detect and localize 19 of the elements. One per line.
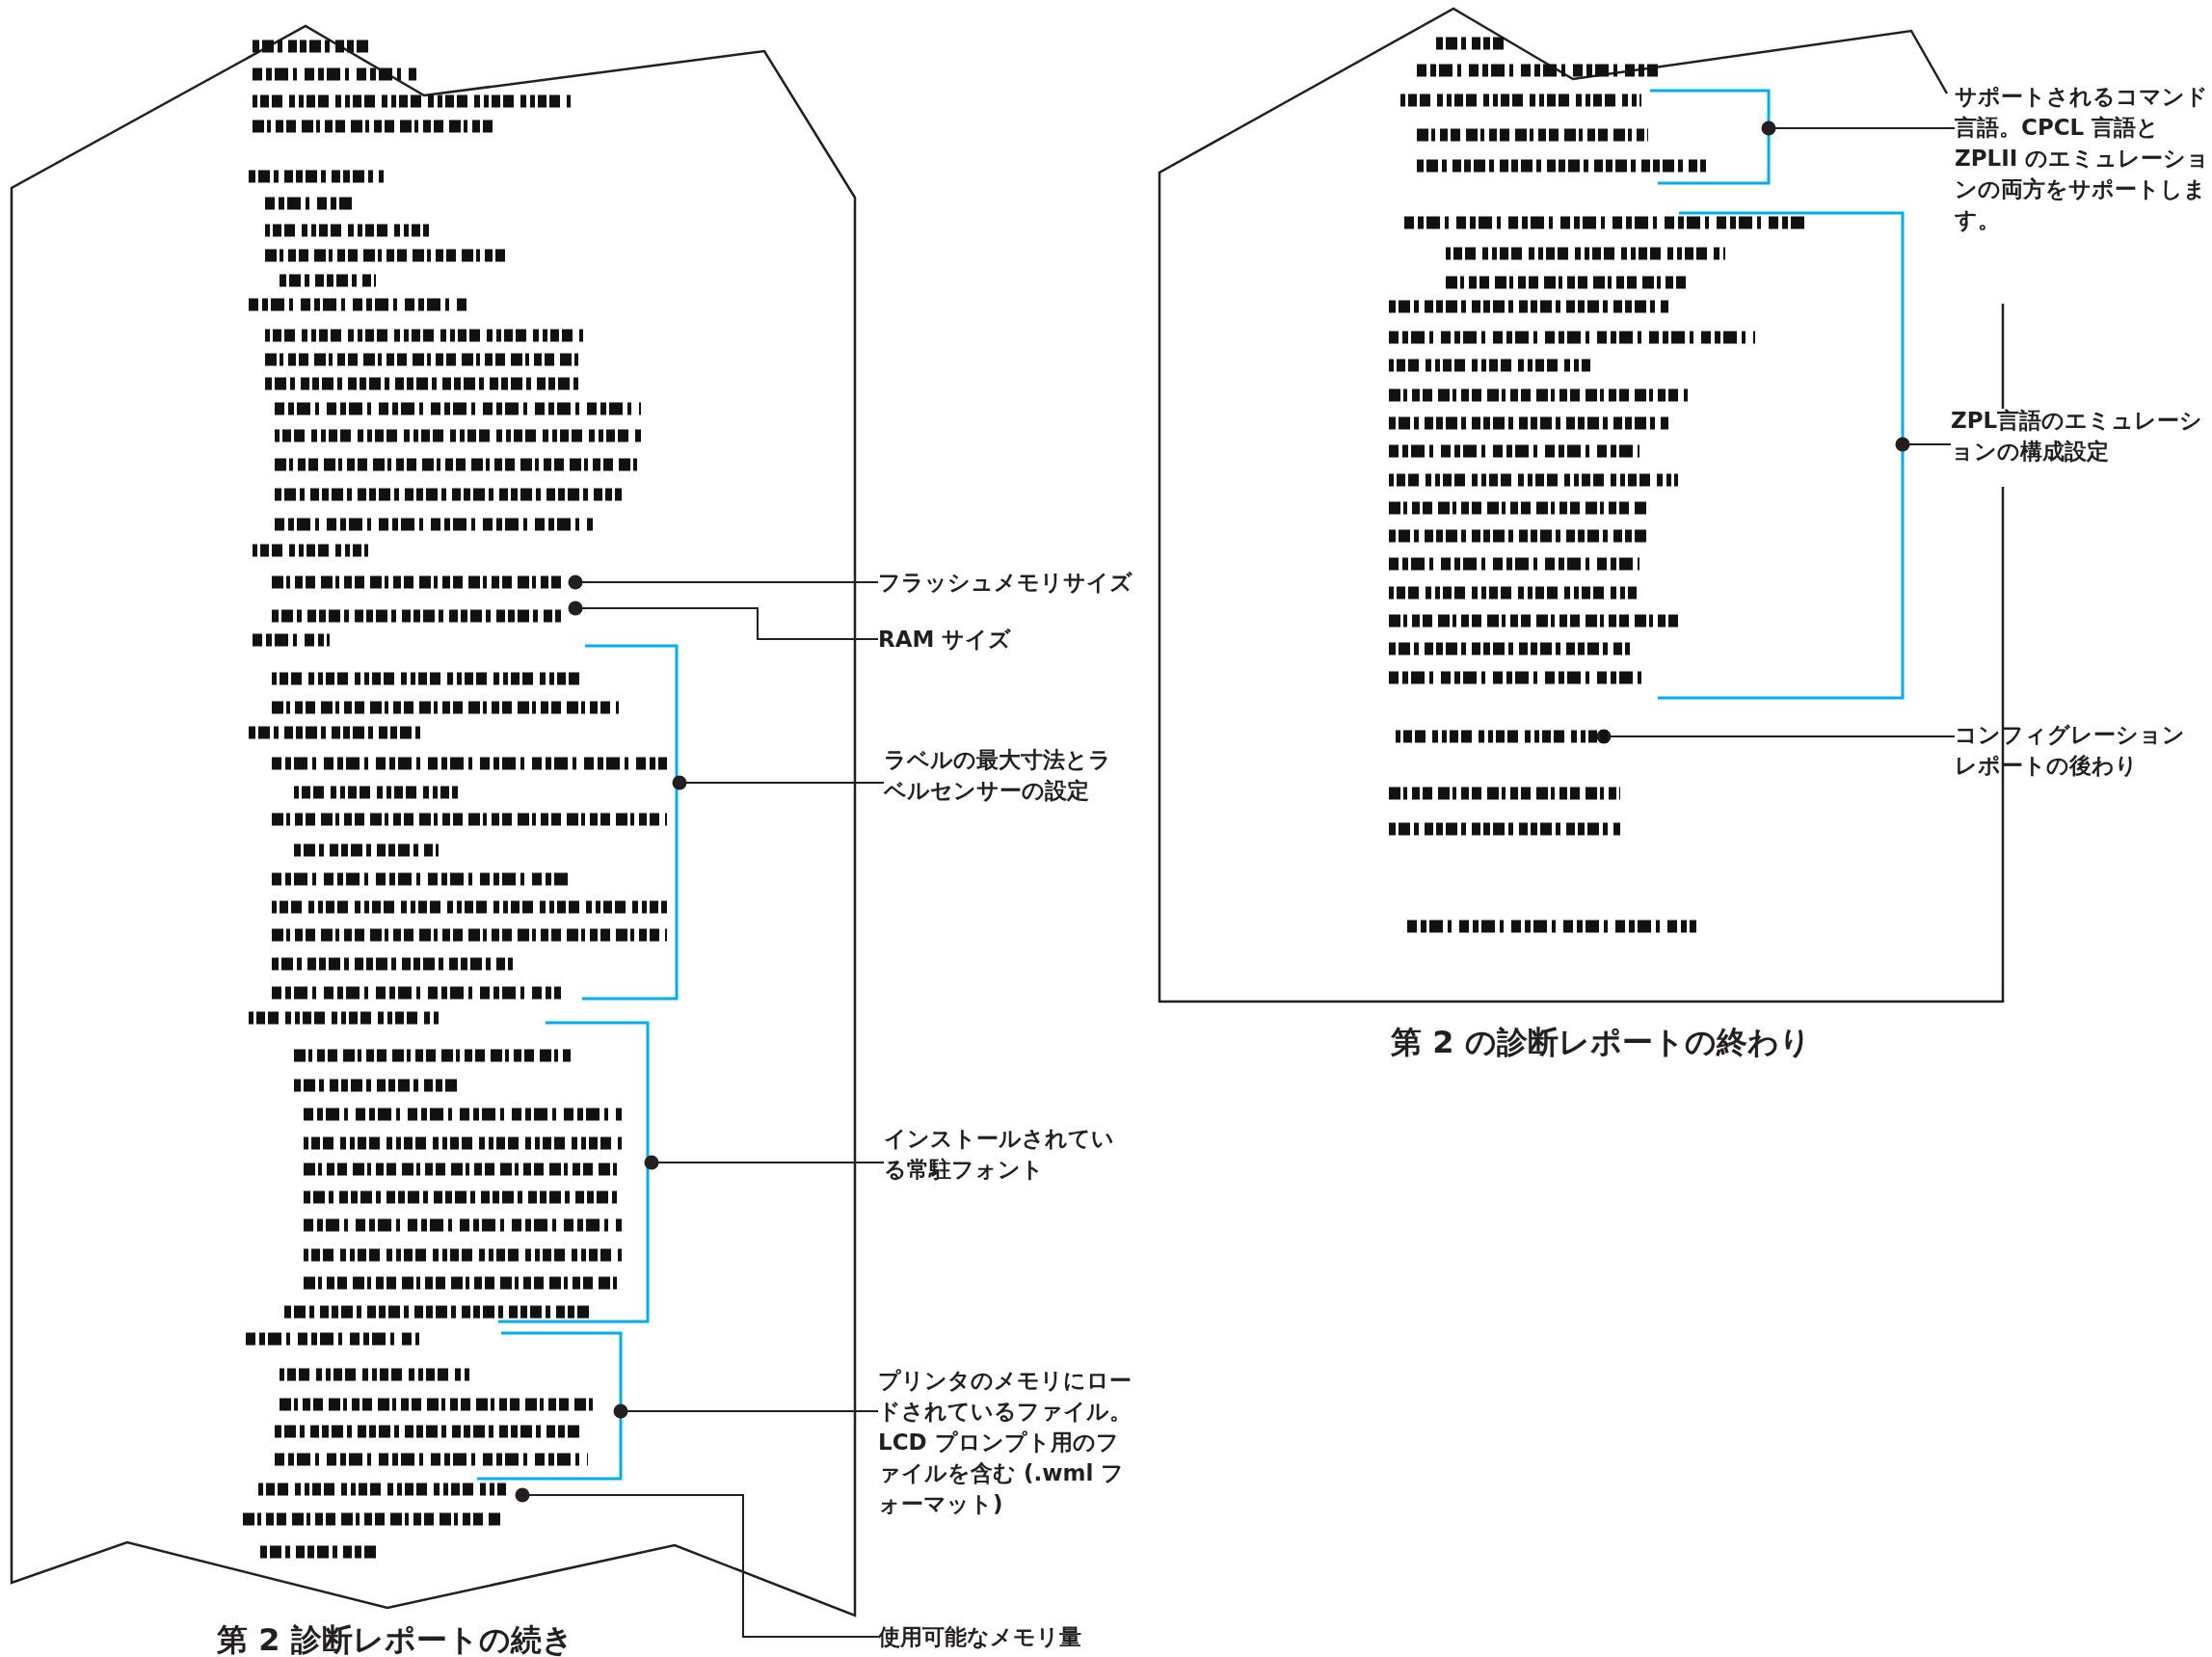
leader-line — [644, 1155, 885, 1170]
callout-text: プリンタのメモリにロードされているファイル。LCD プロンプト用のファイルを含む (.wml フォーマット) — [878, 1367, 1133, 1518]
leader-line — [1596, 729, 1956, 744]
callout-text: フラッシュメモリサイズ — [878, 569, 1133, 597]
callout-text: インストールされている常駐フォント — [884, 1125, 1115, 1184]
leader-line — [568, 601, 879, 640]
leader-line — [613, 1403, 879, 1419]
leader-line — [515, 1487, 879, 1638]
leader-line — [672, 775, 885, 790]
callout-text: RAM サイズ — [878, 626, 1013, 654]
callout-text: サポートされるコマンド言語。CPCL 言語と ZPLII のエミュレーションの両方をサポートします。 — [1955, 83, 2210, 234]
node-label: 第 2 の診断レポートの終わり — [1391, 1023, 1811, 1062]
callout-text: ラベルの最大寸法とラベルセンサーの設定 — [884, 746, 1112, 805]
leader-line — [1895, 437, 1952, 452]
node-label: 第 2 診断レポートの続き — [217, 1620, 573, 1657]
callout-text: 使用可能なメモリ量 — [878, 1623, 1082, 1651]
leader-line — [1761, 120, 1956, 136]
callout-text: ZPL言語のエミュレーションの構成設定 — [1951, 407, 2203, 466]
leader-line — [568, 575, 879, 590]
